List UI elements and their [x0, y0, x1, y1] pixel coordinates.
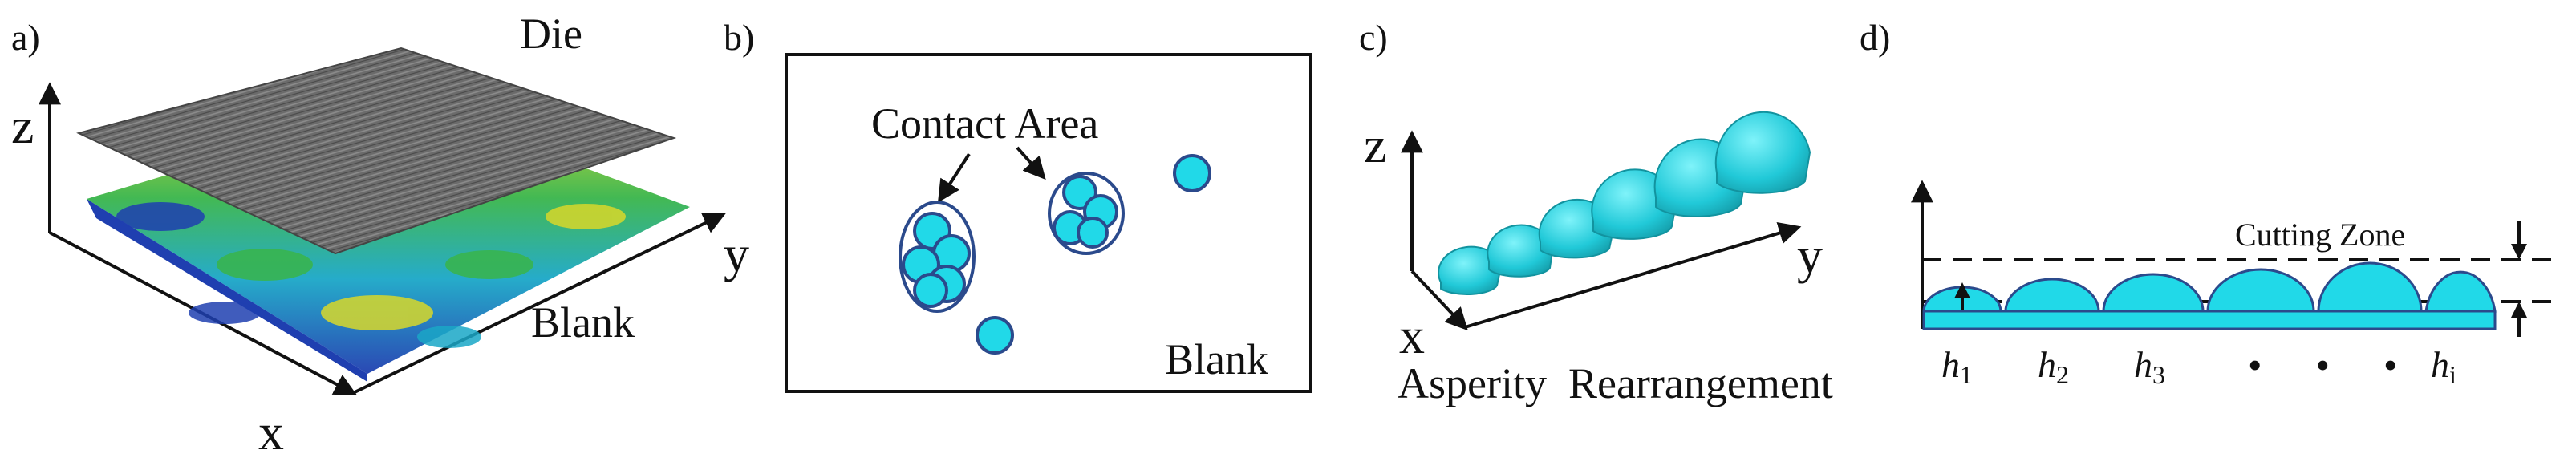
die-label: Die	[520, 10, 582, 58]
height-label-2: h2	[2038, 344, 2069, 389]
c-axis-x-label: x	[1399, 307, 1425, 364]
panel-b-label: b)	[724, 17, 754, 58]
asperity-profile	[2102, 273, 2205, 313]
c-x-axis-arrow	[1410, 270, 1468, 331]
contact-cluster-right	[1048, 172, 1125, 255]
panel-b: b) Contact Area Blank	[724, 17, 1312, 393]
panel-a-label: a)	[11, 17, 40, 58]
panel-a: a) z x y Di	[11, 10, 749, 460]
asperity-rearrangement-caption: Asperity Rearrangement	[1398, 359, 1833, 407]
contact-cluster-left	[899, 201, 976, 313]
asperity-profile	[2004, 278, 2100, 313]
asperity-dome	[1714, 111, 1811, 194]
height-label-1: h1	[1941, 344, 1973, 389]
isolated-asperity	[976, 316, 1014, 355]
height-label-i: hi	[2431, 344, 2456, 389]
contact-area-label: Contact Area	[871, 99, 1098, 148]
cutting-zone-label: Cutting Zone	[2235, 217, 2405, 253]
blank-region-label: Blank	[1165, 335, 1268, 383]
contact-arrow-left	[937, 152, 971, 203]
contact-arrow-right	[1016, 146, 1046, 180]
y-axis-arrow	[352, 213, 727, 395]
blank-strip	[1922, 310, 2497, 330]
axis-x-label: x	[258, 403, 284, 460]
asperity-semicircles	[1922, 261, 2497, 313]
c-y-axis-arrow	[1464, 222, 1802, 329]
panel-c-label: c)	[1359, 17, 1388, 58]
die-surface	[76, 47, 677, 255]
axis-z-label: z	[11, 97, 34, 154]
asperity-domes	[1438, 111, 1811, 295]
height-ellipsis: • • •	[2248, 342, 2409, 387]
panel-c: c) z x y Asperity Rearrangement	[1359, 17, 1833, 407]
asperity-profile	[2424, 270, 2497, 313]
axis-y-label: y	[724, 225, 749, 282]
panel-d-label: d)	[1860, 17, 1890, 58]
blank-label: Blank	[531, 298, 635, 346]
asperity-profile	[2317, 261, 2423, 313]
blank-region-box	[785, 53, 1312, 393]
isolated-asperity	[1173, 154, 1211, 192]
c-axis-y-label: y	[1797, 227, 1823, 284]
panel-d: d) Cutting Zone h1 h2 h3 • • • hi	[1860, 17, 2561, 389]
height-label-3: h3	[2134, 344, 2165, 389]
asperity-profile	[2206, 268, 2315, 313]
c-axis-z-label: z	[1364, 116, 1386, 173]
